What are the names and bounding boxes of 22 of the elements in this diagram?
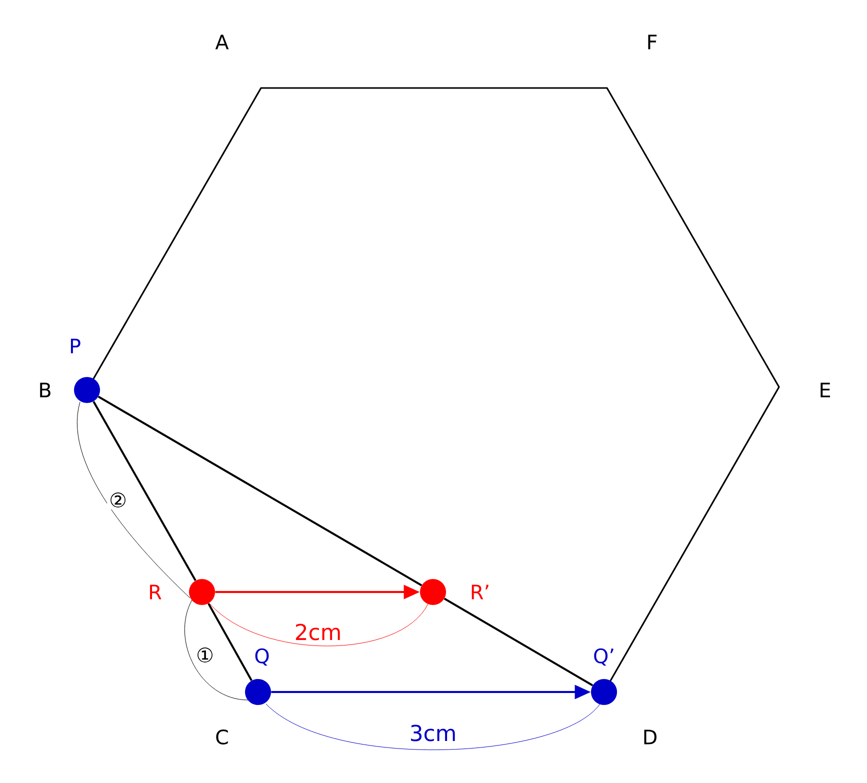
point-label: R (150, 584, 162, 600)
ratio-label: ① (194, 646, 216, 664)
line-segment (92, 400, 196, 582)
ratio-label: ② (107, 490, 129, 510)
vertex-label: E (816, 380, 834, 400)
point-label: C (216, 729, 228, 745)
point-dot (189, 579, 215, 605)
point-label: Q’ (594, 648, 614, 666)
point-label: R’ (472, 584, 488, 600)
line-segment (98, 396, 422, 586)
point-label: B (40, 382, 50, 398)
point-dot (74, 377, 100, 403)
point-label: D (644, 730, 656, 744)
length-label: 3cm (407, 722, 459, 744)
vertex-label: A (213, 32, 231, 52)
point-label: Q (255, 648, 269, 666)
point-dot (245, 679, 271, 705)
point-label: P (70, 338, 80, 354)
length-label: 2cm (292, 622, 344, 642)
line-segment (208, 603, 252, 681)
line-segment (444, 598, 594, 686)
vertex-label: F (644, 32, 660, 52)
